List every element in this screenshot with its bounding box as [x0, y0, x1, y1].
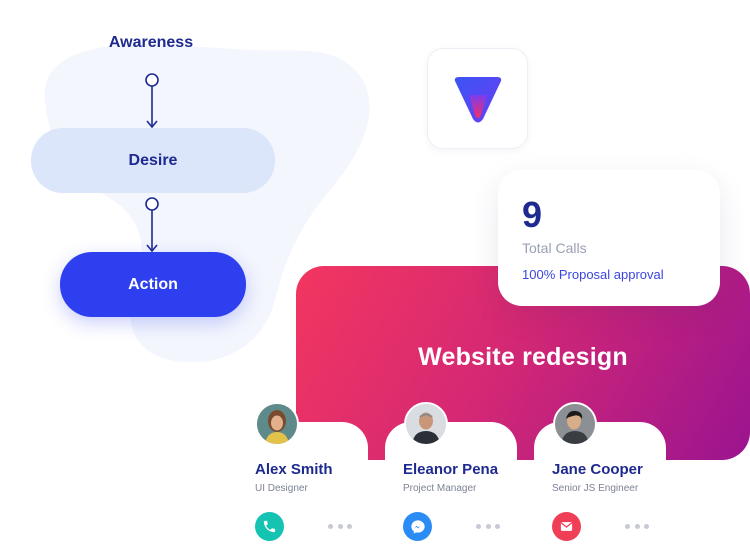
dot-icon	[644, 523, 649, 529]
funnel-connector-2	[142, 196, 162, 254]
more-options-jane-cooper[interactable]	[625, 520, 649, 532]
mail-icon	[560, 522, 573, 531]
messenger-button-eleanor-pena[interactable]	[403, 512, 432, 541]
messenger-icon	[410, 519, 425, 534]
member-name-jane-cooper: Jane Cooper	[552, 461, 643, 478]
member-name-eleanor-pena: Eleanor Pena	[403, 461, 499, 478]
avatar-eleanor-pena	[404, 402, 448, 446]
dot-icon	[337, 523, 343, 529]
member-role-jane-cooper: Senior JS Engineer	[552, 483, 639, 494]
funnel-triangle-logo-icon	[454, 76, 501, 122]
call-button-alex-smith[interactable]	[255, 512, 284, 541]
member-role-alex-smith: UI Designer	[255, 483, 308, 494]
funnel-stage-awareness: Awareness	[108, 34, 194, 51]
total-calls-card: 9 Total Calls 100% Proposal approval	[498, 170, 720, 306]
avatar-jane-cooper	[553, 402, 597, 446]
funnel-stage-action[interactable]: Action	[60, 252, 246, 317]
more-options-alex-smith[interactable]	[328, 520, 352, 532]
member-role-eleanor-pena: Project Manager	[403, 483, 477, 494]
more-options-eleanor-pena[interactable]	[476, 520, 500, 532]
dot-icon	[347, 523, 352, 529]
dot-icon	[476, 523, 481, 529]
dot-icon	[485, 523, 491, 529]
dot-icon	[328, 523, 333, 529]
funnel-stage-desire[interactable]: Desire	[31, 128, 275, 193]
dot-icon	[634, 523, 640, 529]
total-calls-value: 9	[522, 194, 543, 235]
avatar-alex-smith	[255, 402, 299, 446]
funnel-stage-action-label: Action	[128, 275, 178, 293]
phone-icon	[263, 520, 276, 533]
member-name-alex-smith: Alex Smith	[255, 461, 333, 478]
app-logo-tile	[427, 48, 528, 149]
member-card-alex-smith[interactable]	[236, 422, 368, 560]
dot-icon	[495, 523, 500, 529]
funnel-stage-desire-label: Desire	[128, 151, 178, 169]
mail-button-jane-cooper[interactable]	[552, 512, 581, 541]
funnel-connector-1	[142, 72, 162, 130]
dot-icon	[625, 523, 630, 529]
project-title: Website redesign	[418, 343, 628, 371]
proposal-approval-note: 100% Proposal approval	[522, 267, 664, 282]
total-calls-label: Total Calls	[522, 240, 587, 256]
